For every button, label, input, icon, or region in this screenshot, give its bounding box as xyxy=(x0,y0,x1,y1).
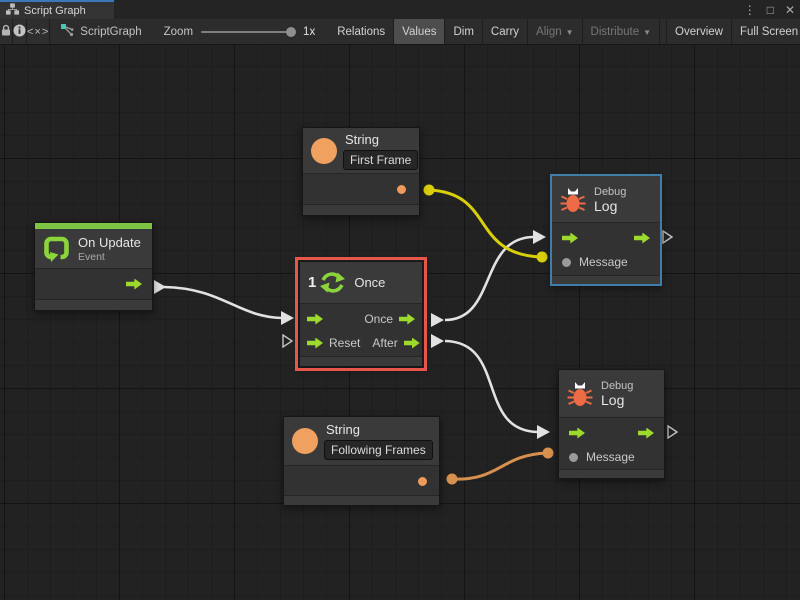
node-title: String xyxy=(326,422,360,437)
graph-asset-chip[interactable]: ScriptGraph xyxy=(50,19,149,44)
lock-button[interactable] xyxy=(0,19,13,44)
toolbar-button-align[interactable]: Align▼ xyxy=(528,19,583,44)
toolbar-button-carry[interactable]: Carry xyxy=(483,19,529,44)
string-value-icon xyxy=(292,428,318,454)
flow-output-port[interactable] xyxy=(126,278,142,290)
string-value-icon xyxy=(311,137,337,164)
info-icon xyxy=(13,24,26,40)
flow-input-port[interactable] xyxy=(307,313,323,325)
graph-toolbar: <×> ScriptGraph Zoom 1x Relations Values… xyxy=(0,19,800,45)
zoom-slider-handle[interactable] xyxy=(286,26,297,37)
node-string-bottom[interactable]: String Following Frames xyxy=(283,416,440,506)
tab-title: Script Graph xyxy=(24,4,86,17)
node-title: On Update xyxy=(78,234,141,250)
node-kind: Debug xyxy=(601,380,634,392)
zoom-label: Zoom xyxy=(163,25,194,38)
flow-input-port[interactable] xyxy=(569,427,585,439)
toolbar-button-relations[interactable]: Relations xyxy=(329,19,395,44)
code-icon: <×> xyxy=(27,25,50,38)
graph-hierarchy-icon xyxy=(6,3,19,18)
toolbar-button-distribute[interactable]: Distribute▼ xyxy=(583,19,661,44)
toolbar-button-values[interactable]: Values xyxy=(394,19,446,44)
bug-icon xyxy=(560,186,586,213)
node-subtitle: Event xyxy=(78,250,105,263)
bug-icon xyxy=(567,380,593,407)
port-label-message: Message xyxy=(586,450,635,464)
script-graph-asset-icon xyxy=(60,23,74,40)
node-once[interactable]: 1 Once Once Reset xyxy=(295,257,427,371)
node-title: Log xyxy=(594,197,618,214)
node-kind: Debug xyxy=(594,185,627,198)
maximize-icon[interactable]: □ xyxy=(766,2,774,17)
port-label-reset: Reset xyxy=(329,336,361,350)
flow-output-port[interactable] xyxy=(634,232,650,244)
node-debug-log-bottom[interactable]: Debug Log Message xyxy=(558,369,665,479)
window-menu-icon[interactable]: ⋮ xyxy=(743,2,756,17)
node-string-top[interactable]: String First Frame xyxy=(302,127,420,216)
node-title: Once xyxy=(354,275,386,290)
flow-output-once-port[interactable] xyxy=(399,313,415,325)
toolbar-button-dim[interactable]: Dim xyxy=(445,19,483,44)
message-input-port[interactable] xyxy=(562,257,571,267)
message-input-port[interactable] xyxy=(569,452,578,462)
flow-output-after-port[interactable] xyxy=(403,337,420,349)
zoom-value: 1x xyxy=(303,25,316,38)
node-title: String xyxy=(345,131,379,147)
node-title: Log xyxy=(601,392,625,408)
lock-icon xyxy=(0,24,12,40)
zoom-slider[interactable] xyxy=(201,26,297,37)
inspect-button[interactable] xyxy=(13,19,27,44)
once-count-badge: 1 xyxy=(308,274,317,291)
flow-input-reset-port[interactable] xyxy=(307,337,323,349)
value-output-port[interactable] xyxy=(418,476,427,486)
event-accent-bar xyxy=(35,223,152,229)
graph-asset-name: ScriptGraph xyxy=(80,25,142,38)
flow-input-port[interactable] xyxy=(562,232,578,244)
toolbar-button-overview[interactable]: Overview xyxy=(666,19,732,44)
flow-output-port[interactable] xyxy=(638,427,654,439)
tab-bar: Script Graph ⋮ □ ✕ xyxy=(0,0,800,19)
port-label-after: After xyxy=(372,336,398,350)
tab-script-graph[interactable]: Script Graph xyxy=(0,0,114,19)
dropdown-arrow-icon: ▼ xyxy=(643,27,652,37)
on-update-loop-icon xyxy=(43,235,70,262)
port-label-message: Message xyxy=(579,255,628,269)
code-view-button[interactable]: <×> xyxy=(27,19,51,44)
port-label-once: Once xyxy=(364,312,393,326)
string-value-input[interactable]: Following Frames xyxy=(324,440,433,460)
value-output-port[interactable] xyxy=(397,184,406,194)
string-value-input[interactable]: First Frame xyxy=(343,149,419,170)
close-icon[interactable]: ✕ xyxy=(784,2,795,17)
toolbar-button-fullscreen[interactable]: Full Screen xyxy=(732,19,800,44)
once-cycle-icon xyxy=(320,269,346,296)
node-on-update[interactable]: On Update Event xyxy=(34,222,153,311)
node-debug-log-top[interactable]: Debug Log Message xyxy=(551,175,661,285)
dropdown-arrow-icon: ▼ xyxy=(565,27,574,37)
